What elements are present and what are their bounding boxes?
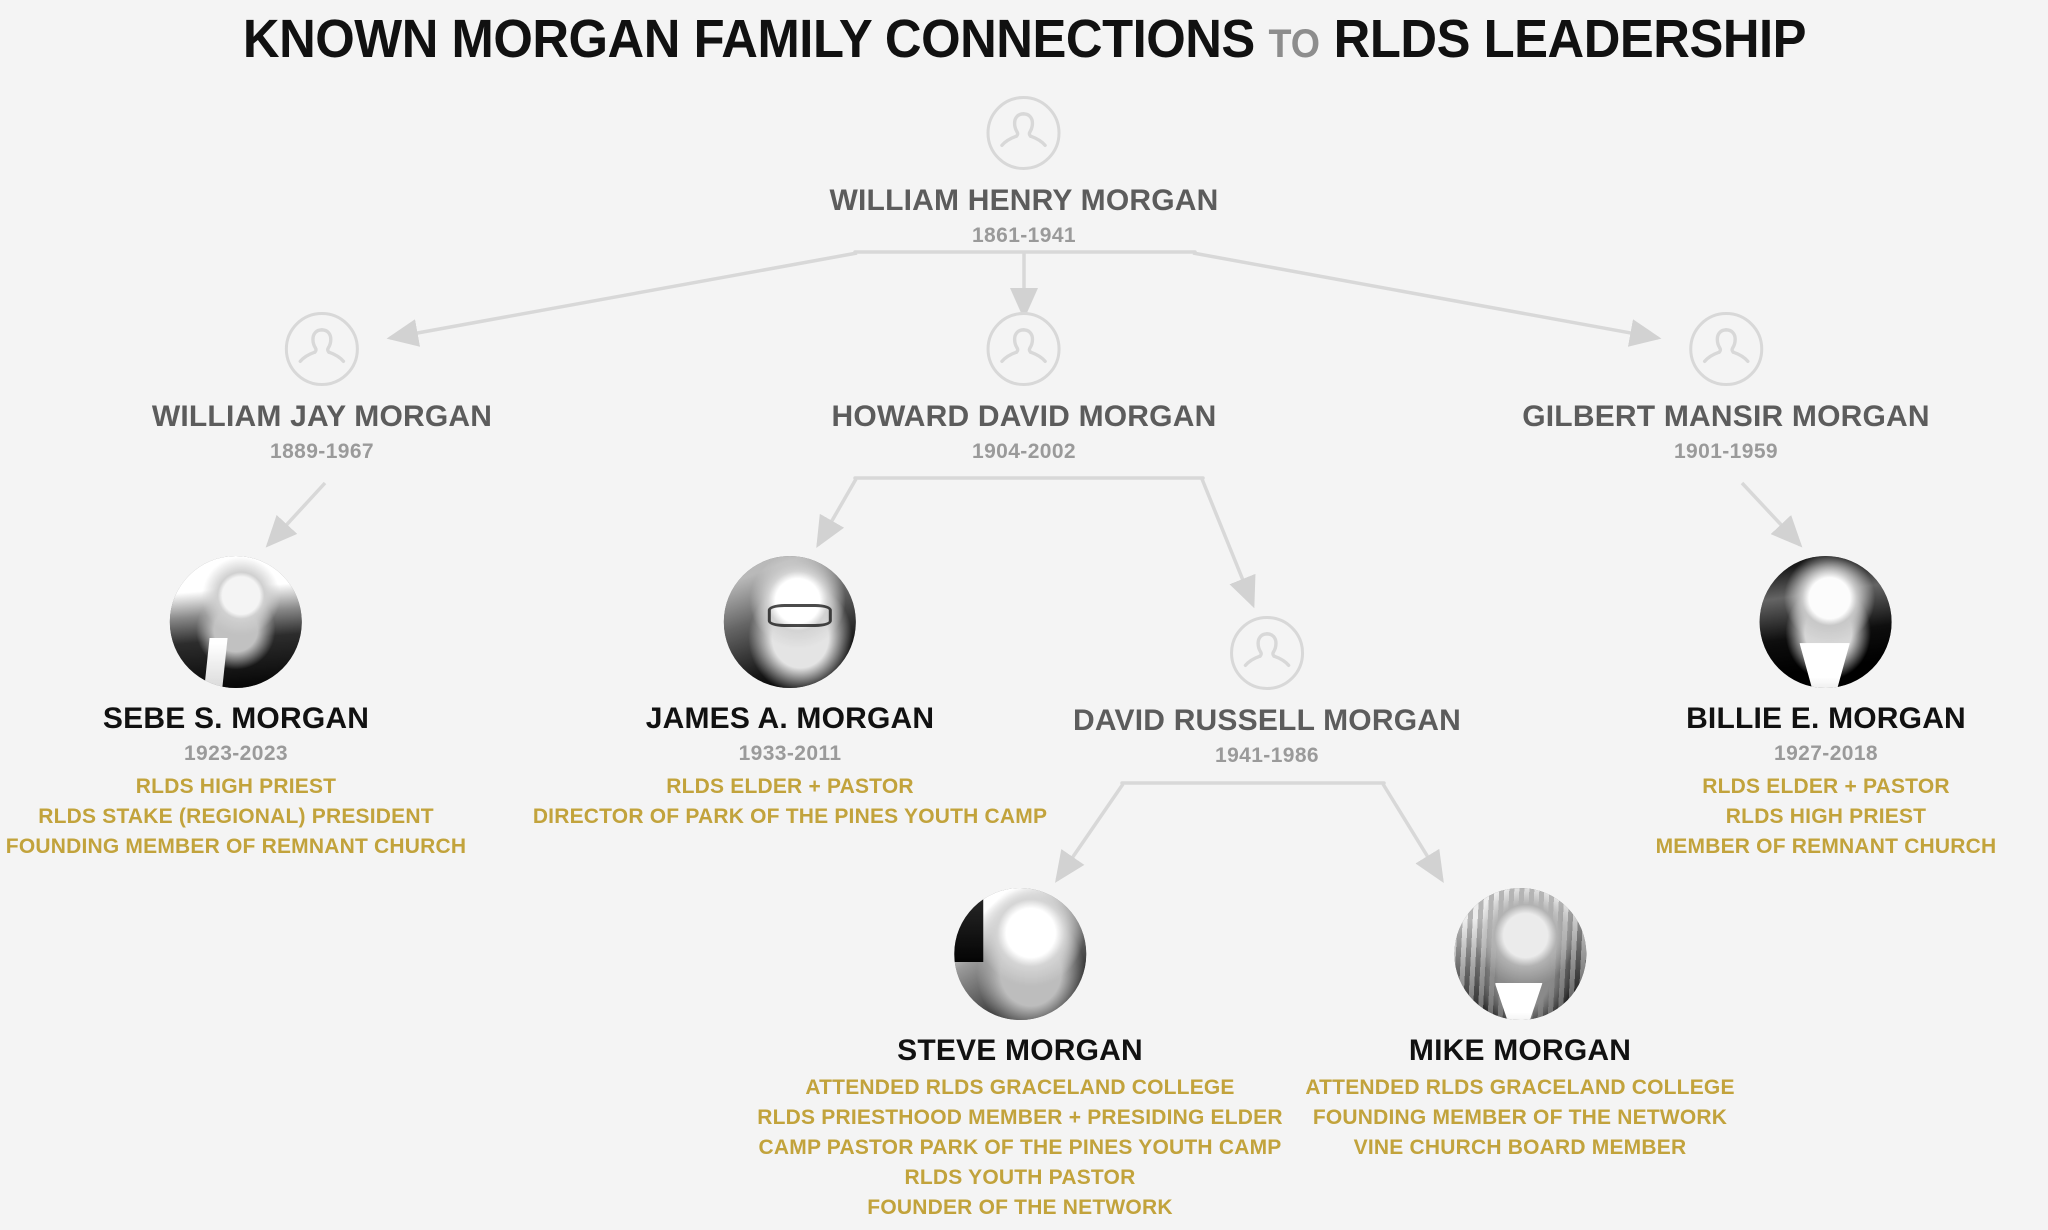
person-role: FOUNDER OF THE NETWORK [867,1196,1173,1219]
person-role: RLDS YOUTH PASTOR [904,1166,1136,1189]
person-dates: 1933-2011 [738,742,842,765]
person-name: WILLIAM HENRY MORGAN [829,184,1219,217]
person-node-james-a-morgan[interactable]: JAMES A. MORGAN 1933-2011 RLDS ELDER + P… [533,556,1047,832]
person-role: RLDS HIGH PRIEST [135,775,337,798]
person-node-mike-morgan[interactable]: MIKE MORGAN ATTENDED RLDS GRACELAND COLL… [1305,888,1734,1163]
page-title-part-2: RLDS LEADERSHIP [1333,9,1806,69]
person-role: ATTENDED RLDS GRACELAND COLLEGE [1305,1076,1735,1099]
person-role: RLDS HIGH PRIEST [1725,805,1927,828]
person-roles: ATTENDED RLDS GRACELAND COLLEGE FOUNDING… [1305,1073,1734,1163]
person-role: RLDS ELDER + PASTOR [666,775,914,798]
person-role: MEMBER OF REMNANT CHURCH [1655,835,1997,858]
person-role: RLDS PRIESTHOOD MEMBER + PRESIDING ELDER [757,1106,1283,1129]
person-dates: 1927-2018 [1773,742,1879,765]
person-node-william-jay-morgan[interactable]: WILLIAM JAY MORGAN 1889-1967 [152,312,492,465]
edge-william-jay-to-sebe [265,481,327,548]
person-node-howard-david-morgan[interactable]: HOWARD DAVID MORGAN 1904-2002 [832,312,1217,465]
person-role: DIRECTOR OF PARK OF THE PINES YOUTH CAMP [532,805,1048,828]
person-placeholder-icon [285,312,359,386]
person-portrait [1760,556,1892,688]
person-role: CAMP PASTOR PARK OF THE PINES YOUTH CAMP [758,1136,1282,1159]
person-dates: 1923-2023 [183,742,289,765]
person-node-billie-e-morgan[interactable]: BILLIE E. MORGAN 1927-2018 RLDS ELDER + … [1656,556,1997,862]
person-name: STEVE MORGAN [897,1034,1143,1067]
person-dates: 1901-1959 [1673,440,1779,463]
person-node-gilbert-mansir-morgan[interactable]: GILBERT MANSIR MORGAN 1901-1959 [1522,312,1930,465]
person-role: VINE CHURCH BOARD MEMBER [1353,1136,1687,1159]
person-portrait [724,556,856,688]
person-dates: 1904-2002 [971,440,1077,463]
person-name: SEBE S. MORGAN [102,702,370,735]
person-node-william-henry-morgan[interactable]: WILLIAM HENRY MORGAN 1861-1941 [830,96,1219,249]
person-dates: 1861-1941 [971,224,1077,247]
person-roles: RLDS ELDER + PASTOR DIRECTOR OF PARK OF … [533,772,1047,832]
page-title: KNOWN MORGAN FAMILY CONNECTIONS TO RLDS … [0,8,2048,75]
person-dates: 1889-1967 [269,440,375,463]
person-placeholder-icon [986,96,1061,170]
person-name: JAMES A. MORGAN [645,702,935,735]
person-portrait [953,888,1086,1020]
person-name: DAVID RUSSELL MORGAN [1073,704,1461,737]
person-node-david-russell-morgan[interactable]: DAVID RUSSELL MORGAN 1941-1986 [1073,616,1461,769]
person-role: FOUNDING MEMBER OF THE NETWORK [1312,1106,1728,1129]
person-roles: RLDS HIGH PRIEST RLDS STAKE (REGIONAL) P… [6,772,466,862]
person-node-sebe-s-morgan[interactable]: SEBE S. MORGAN 1923-2023 RLDS HIGH PRIES… [6,556,466,862]
person-placeholder-icon [987,312,1061,386]
person-role: FOUNDING MEMBER OF REMNANT CHURCH [5,835,467,858]
page-title-part-1: KNOWN MORGAN FAMILY CONNECTIONS [242,9,1255,69]
person-role: ATTENDED RLDS GRACELAND COLLEGE [805,1076,1235,1099]
person-role: RLDS STAKE (REGIONAL) PRESIDENT [38,805,434,828]
person-placeholder-icon [1230,616,1304,690]
person-name: GILBERT MANSIR MORGAN [1522,400,1930,433]
page-title-connector-word: TO [1268,22,1320,66]
person-name: WILLIAM JAY MORGAN [151,400,493,433]
person-name: MIKE MORGAN [1408,1034,1632,1067]
person-role: RLDS ELDER + PASTOR [1702,775,1950,798]
edge-david-russell-to-children [1055,781,1444,883]
person-portrait [169,556,302,688]
person-name: BILLIE E. MORGAN [1686,702,1966,735]
person-node-steve-morgan[interactable]: STEVE MORGAN ATTENDED RLDS GRACELAND COL… [757,888,1283,1223]
person-roles: ATTENDED RLDS GRACELAND COLLEGE RLDS PRI… [757,1073,1282,1223]
person-placeholder-icon [1688,312,1763,386]
person-portrait [1454,888,1586,1020]
person-roles: RLDS ELDER + PASTOR RLDS HIGH PRIEST MEM… [1656,772,1997,862]
person-dates: 1941-1986 [1214,744,1320,767]
edge-gilbert-to-billie [1740,481,1803,548]
person-name: HOWARD DAVID MORGAN [831,400,1217,433]
